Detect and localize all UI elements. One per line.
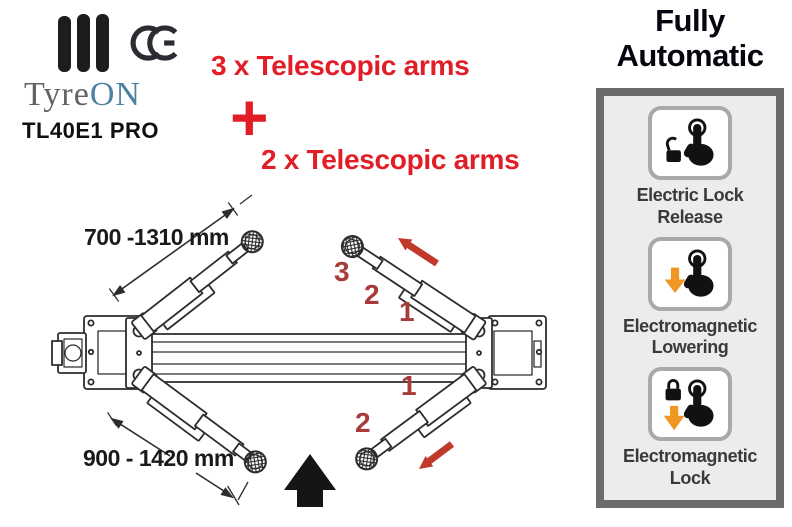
arm-front-left [131,230,264,340]
lift-pad-icon [240,230,264,254]
feature-electromagnetic-lock: Electromagnetic Lock [604,367,776,490]
promo-rear-arms-text: 2 x Telescopic arms [261,144,520,175]
lift-pad-icon [355,447,379,471]
lift-pad-icon [340,235,364,259]
down-arrow-icon [663,406,685,431]
arm-stage-label: 2 [364,279,380,310]
motor-unit [51,332,87,374]
arm-rear-left [131,366,267,474]
tyreon-bars-icon [58,14,109,72]
down-arrow-icon [664,267,686,293]
arm-stage-label: 1 [399,296,415,327]
arm-stage-label: 2 [355,407,371,438]
feature-electric-lock-release: Electric Lock Release [604,105,776,229]
drive-in-arrow-icon [284,454,336,507]
feature-label: Electric Lock Release [636,184,744,227]
lift-pad-icon [243,450,267,474]
brand-model: TL40E1 PRO [22,118,160,143]
extend-arrow-front-icon [398,238,439,267]
plus-icon: + [230,80,269,154]
electric-lock-release-icon [665,118,714,166]
feature-electromagnetic-lowering: Electromagnetic Lowering [604,236,776,360]
feature-button [648,105,732,180]
electromagnetic-lock-icon [663,379,714,431]
open-padlock-icon [665,136,681,162]
dimension-label-rear: 900 - 1420 mm [83,445,234,471]
arm-front-right [340,235,487,341]
features-box: Electric Lock Release Electromagnetic Lo… [596,88,784,508]
brand-wordmark-accent: ON [89,76,141,113]
fully-automatic-title: Fully Automatic [616,3,764,74]
extend-arrow-rear-icon [419,441,455,469]
feature-label: Electromagnetic Lock [622,446,758,489]
dimension-line-front [108,194,253,302]
arm-stage-label: 1 [401,370,417,401]
promo-front-arms-text: 3 x Telescopic arms [211,50,470,81]
feature-label: Electromagnetic Lowering [622,315,758,358]
electromagnetic-lowering-icon [664,248,714,297]
dimension-label-front: 700 -1310 mm [84,224,229,250]
brand-wordmark-gray: Tyre [24,76,90,113]
arm-rear-right [355,366,487,471]
brand-wordmark: TyreON [24,76,141,114]
dimension-line-rear [107,411,249,506]
arm-stage-label: 3 [334,256,350,287]
feature-button [648,236,732,311]
feature-button [648,367,732,442]
crossbeam [149,333,469,383]
closed-padlock-icon [665,379,681,401]
